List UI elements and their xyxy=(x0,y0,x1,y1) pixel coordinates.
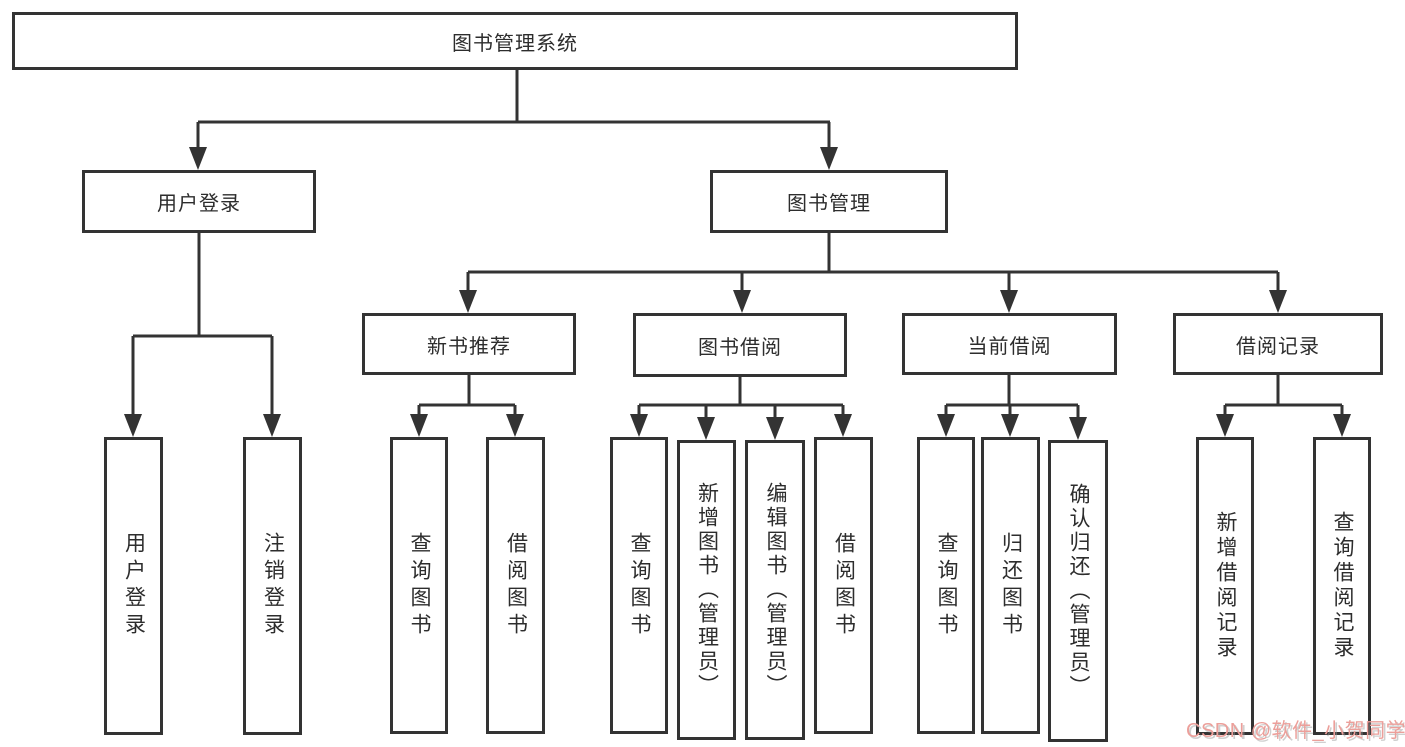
leaf-edit-book-admin: 编辑图书（管理员） xyxy=(745,440,805,740)
arrowhead xyxy=(263,414,281,437)
arrowhead xyxy=(189,147,207,170)
connector-user-login xyxy=(131,233,274,416)
leaf-user-login: 用户登录 xyxy=(104,437,163,735)
connector-current xyxy=(944,375,1080,420)
arrowhead xyxy=(124,414,142,437)
leaf-query-borrow-record: 查询借阅记录 xyxy=(1313,437,1371,735)
arrowhead xyxy=(1216,414,1234,437)
arrowhead xyxy=(697,417,715,440)
leaf-add-borrow-record: 新增借阅记录 xyxy=(1196,437,1254,735)
arrowhead xyxy=(937,414,955,437)
node-current-borrowing: 当前借阅 xyxy=(902,313,1117,375)
node-book-borrowing: 图书借阅 xyxy=(633,313,847,377)
leaf-confirm-return-admin: 确认归还（管理员） xyxy=(1048,440,1108,742)
leaf-borrow-books-recommend: 借阅图书 xyxy=(486,437,545,734)
leaf-logout: 注销登录 xyxy=(243,437,302,735)
node-book-management: 图书管理 xyxy=(710,170,948,233)
arrowhead xyxy=(733,290,751,313)
connector-root xyxy=(196,70,831,150)
arrowhead xyxy=(459,290,477,313)
csdn-watermark: CSDN @软件_小贺同学 xyxy=(1186,720,1405,742)
leaf-add-book-admin: 新增图书（管理员） xyxy=(677,440,736,740)
node-root: 图书管理系统 xyxy=(12,12,1018,70)
arrowhead xyxy=(1069,417,1087,440)
arrowhead xyxy=(834,414,852,437)
connector-records xyxy=(1223,375,1344,418)
arrowhead xyxy=(1000,290,1018,313)
node-new-book-recommend: 新书推荐 xyxy=(362,313,576,375)
arrowhead xyxy=(630,414,648,437)
arrowhead xyxy=(1001,414,1019,437)
connector-borrowing xyxy=(637,377,845,420)
leaf-query-books-current: 查询图书 xyxy=(917,437,975,734)
leaf-query-books-recommend: 查询图书 xyxy=(390,437,448,734)
leaf-borrow-books-borrowing: 借阅图书 xyxy=(814,437,873,734)
arrowhead xyxy=(506,414,524,437)
arrowhead xyxy=(820,147,838,170)
leaf-query-books-borrowing: 查询图书 xyxy=(610,437,668,734)
arrowhead xyxy=(1333,414,1351,437)
connector-recommend xyxy=(417,375,517,418)
leaf-return-book: 归还图书 xyxy=(981,437,1040,734)
node-borrowing-records: 借阅记录 xyxy=(1173,313,1383,375)
arrowhead xyxy=(410,414,428,437)
arrowhead xyxy=(766,417,784,440)
arrowhead xyxy=(1269,290,1287,313)
connector-book-mgmt xyxy=(466,233,1280,293)
node-user-login: 用户登录 xyxy=(82,170,316,233)
